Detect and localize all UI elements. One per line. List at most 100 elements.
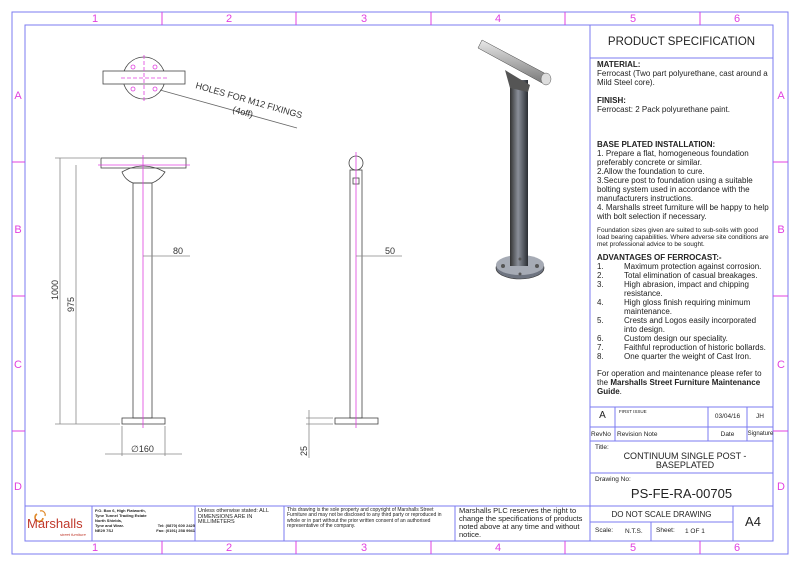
top-view bbox=[102, 55, 298, 129]
dim-overall-height: 1000 bbox=[50, 280, 60, 300]
title-block-grid bbox=[25, 25, 773, 541]
row-label: A bbox=[14, 90, 22, 102]
rev-letter: A bbox=[599, 410, 606, 421]
item-number: 2. bbox=[597, 271, 604, 280]
col-label: 5 bbox=[630, 542, 636, 554]
item-text: High gloss finish requiring minimum main… bbox=[624, 298, 751, 316]
col-label: 1 bbox=[92, 13, 98, 25]
col-label: 2 bbox=[226, 542, 232, 554]
sheet-value: 1 OF 1 bbox=[685, 528, 705, 535]
item-number: 4. bbox=[597, 298, 604, 307]
drawing-no-label: Drawing No: bbox=[595, 476, 631, 483]
foundation-note: Foundation sizes given are suited to sub… bbox=[597, 227, 769, 248]
front-view bbox=[55, 155, 190, 456]
rev-signature: JH bbox=[756, 413, 764, 420]
maintenance-guide-name: Marshalls Street Furniture Maintenance G… bbox=[597, 378, 761, 396]
holes-qty-note: (4off) bbox=[231, 104, 254, 119]
frame-border bbox=[11, 11, 789, 555]
item-text: Faithful reproduction of historic bollar… bbox=[624, 343, 766, 352]
post-3d-render bbox=[477, 39, 552, 280]
col-label: 4 bbox=[495, 13, 501, 25]
col-label: 3 bbox=[361, 13, 367, 25]
rev-date: 03/04/16 bbox=[714, 413, 741, 420]
row-label: C bbox=[14, 359, 22, 371]
sheet-label: Sheet: bbox=[656, 527, 675, 534]
row-label: B bbox=[777, 224, 784, 236]
side-view bbox=[306, 152, 402, 458]
col-label: 1 bbox=[92, 542, 98, 554]
row-label: D bbox=[777, 481, 785, 493]
logo-subtitle: street furniture bbox=[60, 532, 86, 537]
header-revno: RevNo bbox=[591, 431, 611, 438]
dim-post-dia-side: 50 bbox=[385, 246, 395, 256]
list-item: 4. High gloss finish requiring minimum ma… bbox=[597, 298, 769, 316]
advantages-title: ADVANTAGES OF FERROCAST:- bbox=[597, 253, 722, 262]
advantages-list: 1.Maximum protection against corrosion. … bbox=[597, 262, 769, 361]
item-text: Total elimination of casual breakages. bbox=[624, 271, 758, 280]
address-line: NE29 7SJ bbox=[95, 528, 114, 533]
header-revision-note: Revision Note bbox=[617, 431, 658, 438]
item-number: 8. bbox=[597, 352, 604, 361]
dimensions-note: Unless otherwise stated: ALL DIMENSIONS … bbox=[198, 508, 269, 525]
list-item: 7. Faithful reproduction of historic boll… bbox=[597, 343, 769, 352]
address-line: Tyne and Wear. bbox=[95, 523, 124, 528]
paper-size: A4 bbox=[745, 514, 761, 529]
install-title: BASE PLATED INSTALLATION: bbox=[597, 140, 716, 149]
item-text: One quarter the weight of Cast Iron. bbox=[624, 352, 752, 361]
scale-value: N.T.S. bbox=[625, 528, 643, 535]
install-step: 4. Marshalls street furniture will be ha… bbox=[597, 203, 769, 221]
row-label: C bbox=[777, 359, 785, 371]
marshalls-logo bbox=[34, 510, 46, 523]
fax: Fax: (0191) 258 9941 bbox=[156, 528, 195, 533]
item-number: 6. bbox=[597, 334, 604, 343]
address: P.O. Box 6, High Flatworth, Tyne Tunnel … bbox=[95, 508, 195, 533]
logo-wordmark: Marshalls bbox=[27, 516, 83, 531]
install-step: 2.Allow the foundation to cure. bbox=[597, 167, 705, 176]
address-line: Tyne Tunnel Trading Estate bbox=[95, 513, 147, 518]
item-number: 5. bbox=[597, 316, 604, 325]
item-text: Maximum protection against corrosion. bbox=[624, 262, 762, 271]
material-title: MATERIAL: bbox=[597, 60, 641, 69]
item-number: 7. bbox=[597, 343, 604, 352]
col-label: 3 bbox=[361, 542, 367, 554]
header-signature: Signature bbox=[747, 431, 774, 437]
address-line: North Shields, bbox=[95, 518, 123, 523]
install-step: 1. Prepare a flat, homogeneous foundatio… bbox=[597, 149, 749, 167]
row-label: D bbox=[14, 481, 22, 493]
col-label: 2 bbox=[226, 13, 232, 25]
drawing-number: PS-FE-RA-00705 bbox=[630, 486, 733, 501]
drawing-title: CONTINUUM SINGLE POST - BASEPLATED bbox=[623, 451, 747, 470]
item-text: High abrasion, impact and chipping resis… bbox=[624, 280, 749, 298]
install-step: 3.Secure post to foundation using a suit… bbox=[597, 176, 753, 203]
col-label: 6 bbox=[734, 542, 740, 554]
item-text: Custom design our speciality. bbox=[624, 334, 728, 343]
dim-base-thickness: 25 bbox=[299, 446, 309, 456]
maintenance-end: . bbox=[619, 387, 622, 396]
list-item: 2. Total elimination of casual breakages. bbox=[597, 271, 769, 280]
copyright-note: This drawing is the sole property and co… bbox=[287, 507, 442, 529]
list-item: 5. Crests and Logos easily incorporated i… bbox=[597, 316, 769, 334]
list-item: 6. Custom design our speciality. bbox=[597, 334, 769, 343]
maintenance-text: For operation and maintenance please ref… bbox=[597, 369, 762, 387]
item-number: 3. bbox=[597, 280, 604, 289]
col-label: 4 bbox=[495, 542, 501, 554]
col-label: 6 bbox=[734, 13, 740, 25]
list-item: 8. One quarter the weight of Cast Iron. bbox=[597, 352, 769, 361]
list-item: 3. High abrasion, impact and chipping res… bbox=[597, 280, 769, 298]
title-label: Title: bbox=[595, 444, 609, 451]
list-item: 1.Maximum protection against corrosion. bbox=[597, 262, 769, 271]
rev-note: FIRST ISSUE bbox=[619, 409, 647, 414]
scale-label: Scale: bbox=[595, 527, 614, 534]
row-label: A bbox=[777, 90, 785, 102]
dim-post-dia-front: 80 bbox=[173, 246, 183, 256]
header-date: Date bbox=[720, 431, 735, 438]
reserve-rights-note: Marshalls PLC reserves the right to chan… bbox=[459, 506, 583, 539]
dim-base-dia: ∅160 bbox=[131, 444, 154, 454]
col-label: 5 bbox=[630, 13, 636, 25]
finish-title: FINISH: bbox=[597, 96, 626, 105]
maintenance-note: For operation and maintenance please ref… bbox=[597, 369, 769, 396]
row-label: B bbox=[14, 224, 21, 236]
item-text: Crests and Logos easily incorporated int… bbox=[624, 316, 757, 334]
do-not-scale: DO NOT SCALE DRAWING bbox=[611, 510, 712, 519]
